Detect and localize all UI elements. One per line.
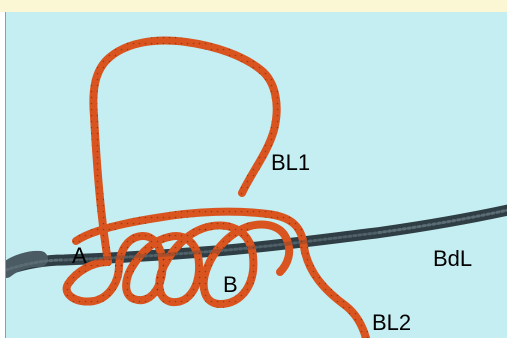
label-bl2: BL2 [372,312,411,334]
label-bdl: BdL [433,248,472,270]
label-bl1: BL1 [271,152,310,174]
label-a: A [72,245,87,267]
knot-illustration-frame: BL1 BdL A B BL2 [5,12,507,338]
top-band [0,0,507,12]
label-b: B [223,274,238,296]
knot-illustration [6,12,507,338]
